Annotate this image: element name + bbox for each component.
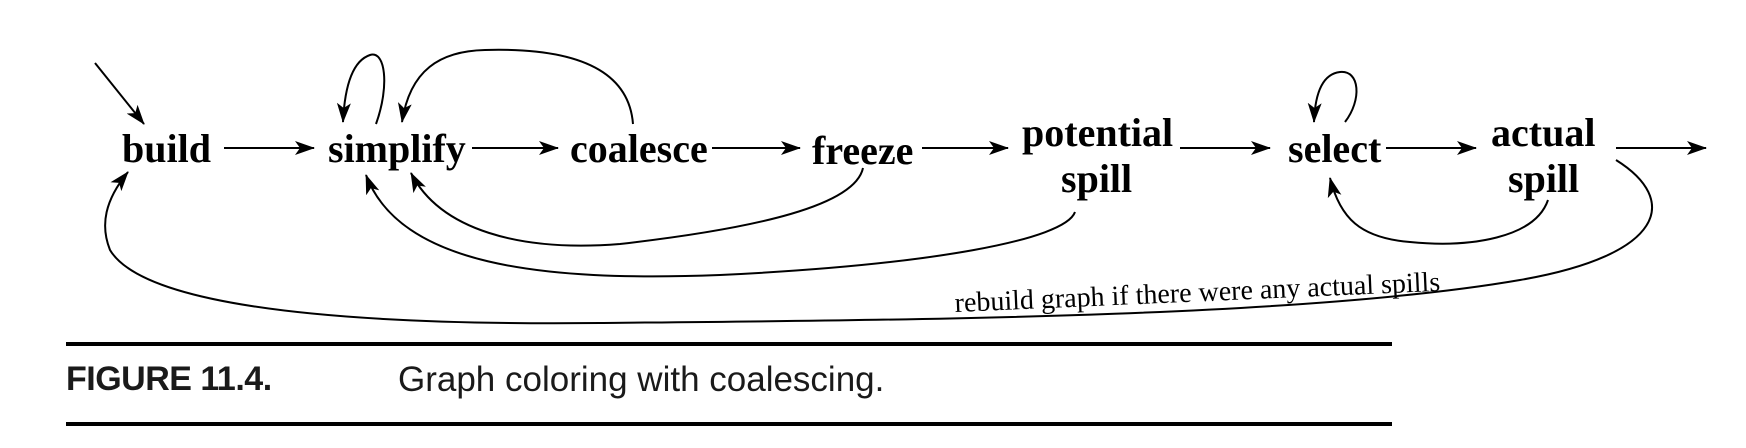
node-coalesce: coalesce	[570, 126, 708, 171]
edge-actual-spill-to-build	[104, 159, 1653, 325]
figure-caption: FIGURE 11.4. Graph coloring with coalesc…	[66, 342, 1392, 426]
node-potential-spill-line1: potential	[1022, 110, 1173, 155]
node-actual-spill-line2: spill	[1508, 156, 1579, 201]
node-freeze: freeze	[812, 128, 913, 173]
node-actual-spill-line1: actual	[1491, 110, 1595, 155]
figure-number: FIGURE 11.4.	[66, 360, 272, 398]
graph-coloring-diagram: build simplify coalesce freeze potential…	[94, 48, 1707, 325]
edge-select-self-loop	[1307, 70, 1358, 123]
node-potential-spill-line2: spill	[1061, 156, 1132, 201]
edge-simplify-self-loop	[336, 53, 386, 125]
edge-actual-spill-to-select	[1327, 177, 1549, 245]
node-build: build	[122, 126, 211, 171]
edge-freeze-to-simplify	[410, 167, 864, 247]
node-simplify: simplify	[328, 126, 466, 171]
edge-coalesce-to-simplify	[397, 48, 634, 125]
caption-rule-top	[66, 342, 1392, 346]
edge-entry-to-build	[94, 62, 145, 125]
caption-rule-bottom	[66, 422, 1392, 426]
figure-title: Graph coloring with coalescing.	[398, 360, 885, 399]
node-select: select	[1288, 126, 1382, 171]
edge-potential-spill-to-simplify	[365, 174, 1076, 278]
